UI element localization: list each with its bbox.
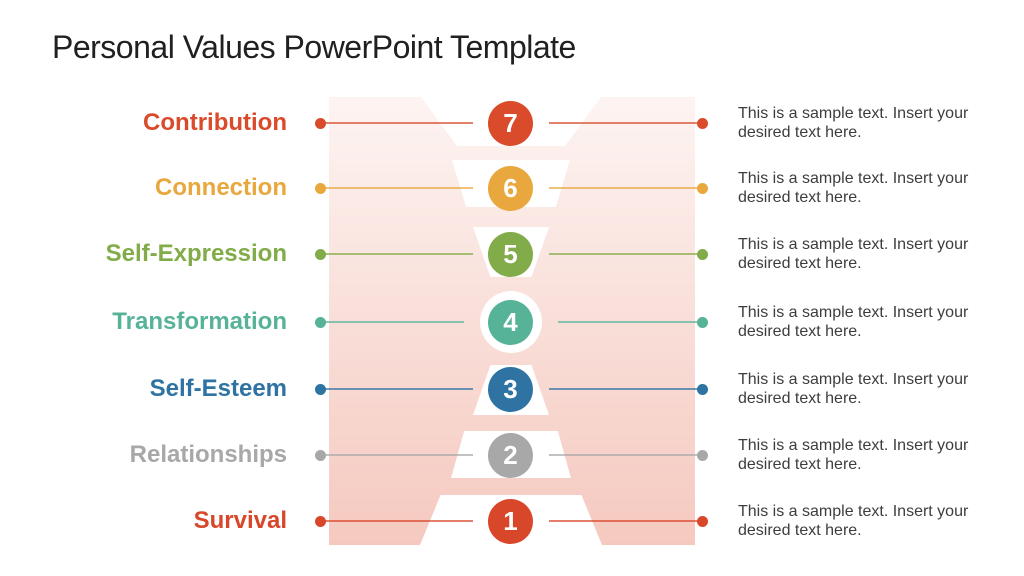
row-left-dot: [315, 383, 326, 395]
row-right-dot: [697, 449, 708, 461]
row-right-dot: [697, 248, 708, 260]
row-left-dot: [315, 515, 326, 527]
row-left-line: [321, 388, 473, 390]
row-sample-text: This is a sample text. Insert your desir…: [738, 170, 969, 206]
row-sample-text: This is a sample text. Insert your desir…: [738, 304, 969, 340]
row-right-line: [558, 321, 702, 323]
row-label: Self-Esteem: [149, 375, 287, 402]
row-number-badge: 5: [488, 231, 533, 277]
row-right-line: [549, 520, 702, 522]
row-right-dot: [697, 316, 708, 328]
row-left-dot: [315, 248, 326, 260]
row-sample-text: This is a sample text. Insert your desir…: [738, 105, 969, 141]
row-right-dot: [697, 515, 708, 527]
row-right-line: [549, 253, 702, 255]
row-number-badge: 3: [488, 366, 533, 412]
row-number-badge: 4: [488, 299, 533, 345]
row-number-badge: 2: [488, 432, 533, 478]
row-label: Connection: [155, 174, 287, 201]
row-left-line: [321, 321, 464, 323]
row-right-dot: [697, 117, 708, 129]
row-left-dot: [315, 182, 326, 194]
row-right-line: [549, 122, 702, 124]
row-left-dot: [315, 449, 326, 461]
row-right-line: [549, 454, 702, 456]
row-left-dot: [315, 316, 326, 328]
row-sample-text: This is a sample text. Insert your desir…: [738, 371, 969, 407]
row-left-line: [321, 454, 473, 456]
row-label: Contribution: [143, 109, 287, 136]
row-label: Self-Expression: [105, 240, 287, 267]
row-right-line: [549, 187, 702, 189]
row-sample-text: This is a sample text. Insert your desir…: [738, 503, 969, 539]
row-number-badge: 1: [488, 498, 533, 544]
row-left-line: [321, 187, 473, 189]
row-sample-text: This is a sample text. Insert your desir…: [738, 437, 969, 473]
row-right-line: [549, 388, 702, 390]
slide-title: Personal Values PowerPoint Template: [52, 29, 576, 65]
row-left-line: [321, 253, 473, 255]
row-left-line: [321, 520, 473, 522]
row-right-dot: [697, 182, 708, 194]
row-right-dot: [697, 383, 708, 395]
row-sample-text: This is a sample text. Insert your desir…: [738, 236, 969, 272]
row-number-badge: 7: [488, 100, 533, 146]
row-left-line: [321, 122, 473, 124]
row-label: Relationships: [129, 441, 287, 468]
row-number-badge: 6: [488, 165, 533, 211]
row-left-dot: [315, 117, 326, 129]
row-label: Transformation: [112, 308, 287, 335]
row-label: Survival: [193, 507, 287, 534]
